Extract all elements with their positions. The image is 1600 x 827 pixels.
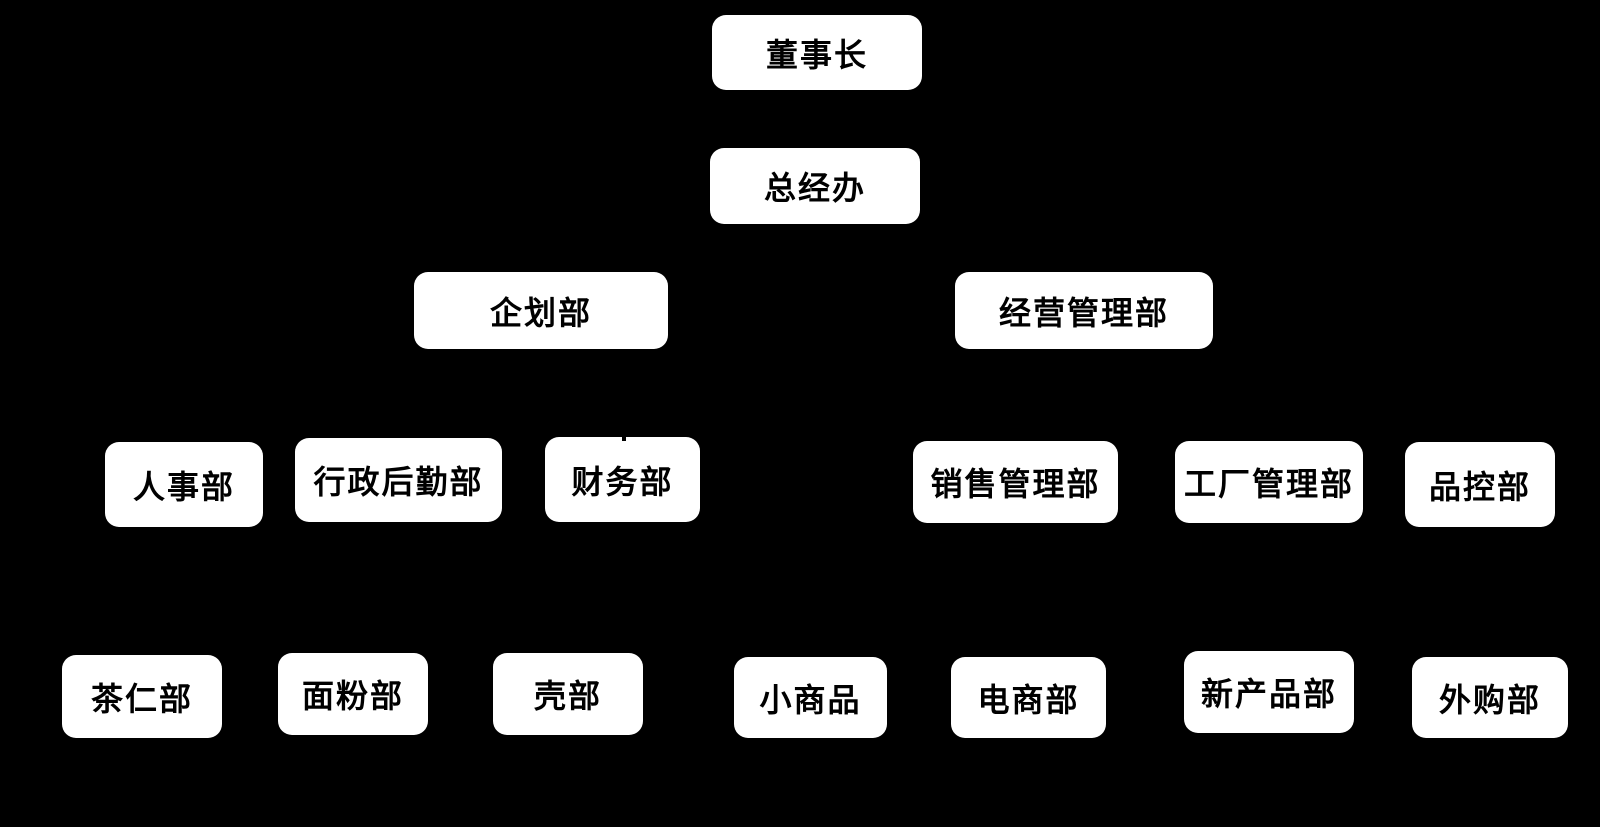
org-node-label: 行政后勤部 [313, 464, 484, 500]
org-node-hr-dept: 人事部 [105, 442, 263, 527]
org-node-label: 总经办 [763, 170, 866, 206]
org-node-outside-purchase-dept: 外购部 [1412, 657, 1568, 738]
org-node-label: 外购部 [1438, 681, 1541, 718]
org-node-tea-kernel-dept: 茶仁部 [62, 655, 222, 738]
org-node-factory-management-dept: 工厂管理部 [1175, 441, 1363, 523]
org-node-label: 财务部 [571, 463, 674, 500]
org-node-operations-management-dept: 经营管理部 [955, 272, 1213, 349]
org-node-label: 新产品部 [1200, 676, 1337, 712]
org-node-label: 电商部 [977, 681, 1080, 718]
org-node-label: 品控部 [1428, 468, 1531, 505]
org-node-shell-dept: 壳部 [493, 653, 643, 735]
org-node-label: 经营管理部 [998, 294, 1169, 331]
org-node-planning-dept: 企划部 [414, 272, 668, 349]
org-node-label: 企划部 [489, 294, 592, 331]
org-node-label: 壳部 [533, 678, 602, 714]
org-node-quality-control-dept: 品控部 [1405, 442, 1555, 527]
org-node-label: 面粉部 [301, 678, 404, 714]
org-node-label: 人事部 [132, 468, 235, 505]
org-node-label: 工厂管理部 [1183, 466, 1354, 502]
org-node-chairman: 董事长 [712, 15, 922, 90]
org-node-sales-management-dept: 销售管理部 [913, 441, 1118, 523]
org-node-label: 小商品 [759, 681, 862, 718]
org-node-new-product-dept: 新产品部 [1184, 651, 1354, 733]
org-node-finance-dept: 财务部 [545, 437, 700, 522]
org-node-ecommerce-dept: 电商部 [951, 657, 1106, 738]
org-node-admin-logistics-dept: 行政后勤部 [295, 438, 502, 522]
org-node-label: 茶仁部 [90, 680, 193, 717]
org-node-small-goods-dept: 小商品 [734, 657, 887, 738]
org-node-flour-dept: 面粉部 [278, 653, 428, 735]
org-node-general-manager-office: 总经办 [710, 148, 920, 224]
connector-line-stub [622, 429, 626, 441]
org-node-label: 董事长 [765, 36, 868, 73]
org-node-label: 销售管理部 [930, 466, 1101, 502]
